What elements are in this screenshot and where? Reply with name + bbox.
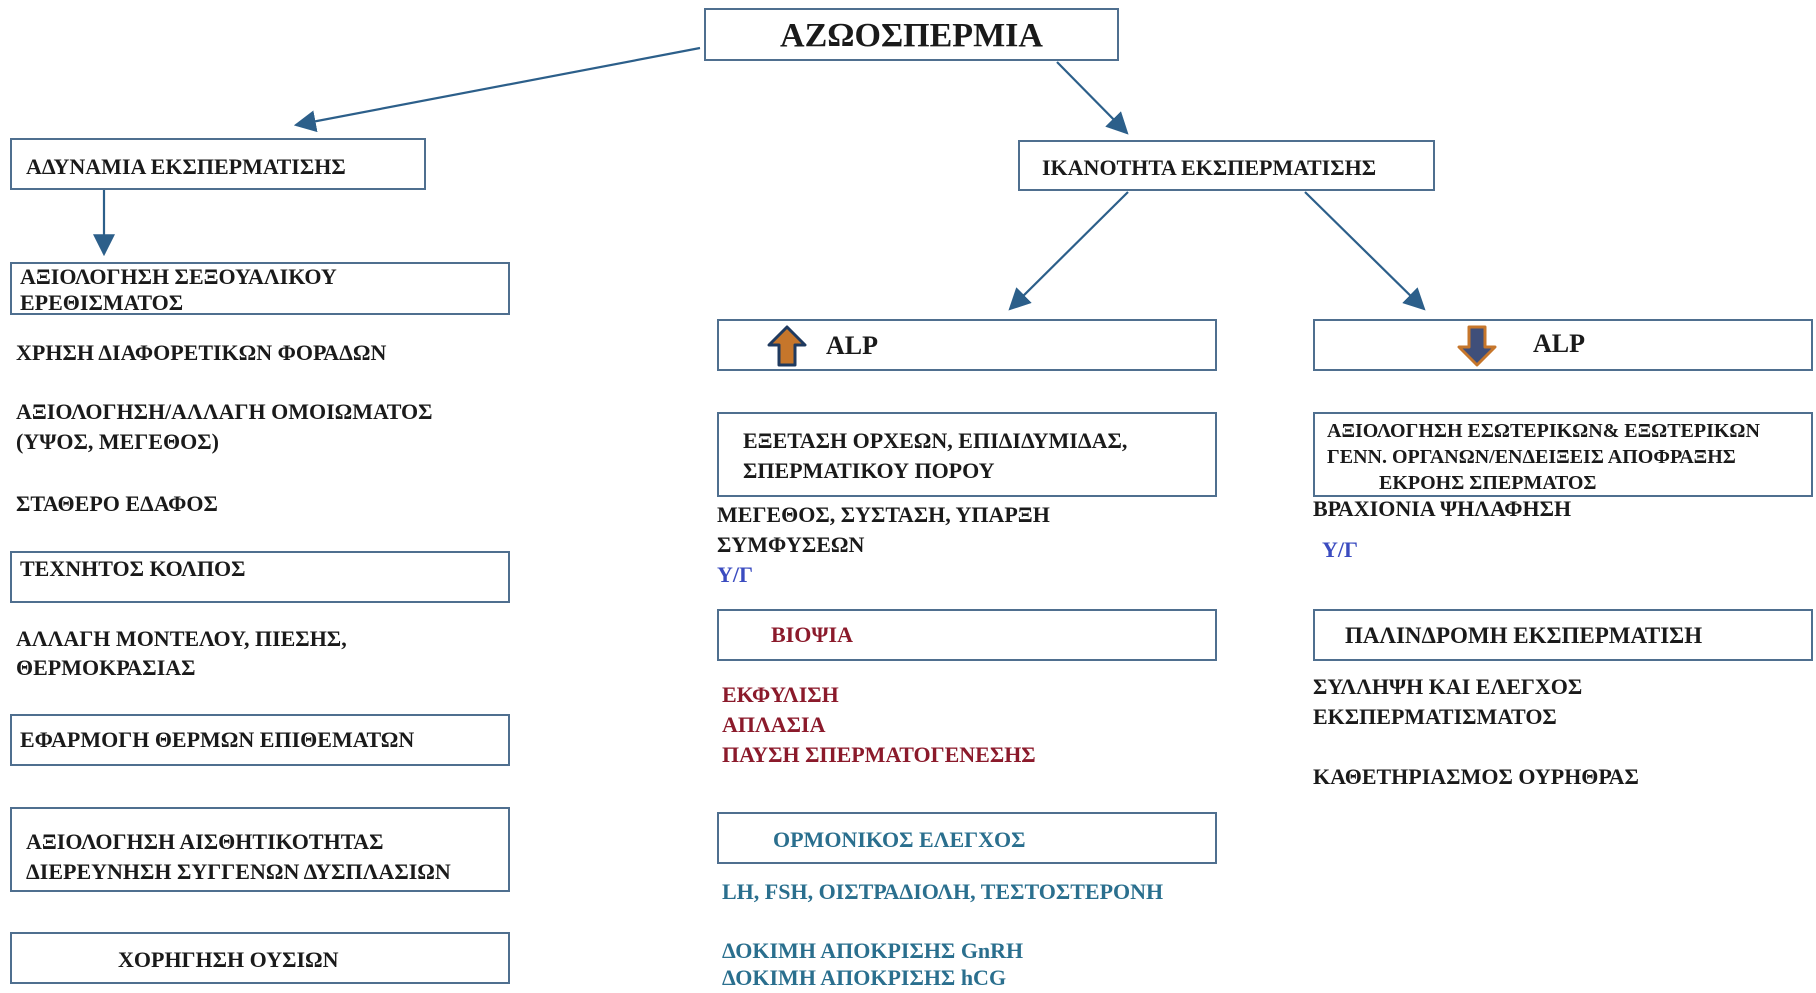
arrow-down-icon	[1457, 325, 1497, 367]
left-box-sensitivity-line1: ΑΞΙΟΛΟΓΗΣΗ ΑΙΣΘΗΤΙΚΟΤΗΤΑΣ	[26, 829, 384, 854]
alp-high-text-degeneration: ΕΚΦΥΛΙΣΗ	[722, 682, 839, 707]
alp-low-box-genital-line3: ΕΚΡΟΗΣ ΣΠΕΡΜΑΤΟΣ	[1379, 472, 1597, 494]
arrow-title-to-left	[293, 46, 701, 133]
alp-low-text-us: Υ/Γ	[1322, 537, 1358, 562]
left-header-label: ΑΔΥΝΑΜΙΑ ΕΚΣΠΕΡΜΑΤΙΣΗΣ	[26, 154, 346, 179]
left-text-model-change-line1: ΑΛΛΑΓΗ ΜΟΝΤΕΛΟΥ, ΠΙΕΣΗΣ,	[16, 626, 347, 651]
alp-high-text-aplasia: ΑΠΛΑΣΙΑ	[722, 712, 826, 737]
alp-low-text-collection-line2: ΕΚΣΠΕΡΜΑΤΙΣΜΑΤΟΣ	[1313, 704, 1557, 729]
alp-high-box-hormonal-label: ΟΡΜΟΝΙΚΟΣ ΕΛΕΓΧΟΣ	[773, 827, 1026, 852]
alp-low-text-rectal-palpation: ΒΡΑΧΙΟΝΙΑ ΨΗΛΑΦΗΣΗ	[1313, 496, 1572, 521]
alp-high-text-size-line1: ΜΕΓΕΘΟΣ, ΣΥΣΤΑΣΗ, ΥΠΑΡΞΗ	[717, 502, 1050, 527]
arrow-title-to-right	[1056, 61, 1129, 135]
alp-high-text-spermatogenesis-arrest: ΠΑΥΣΗ ΣΠΕΡΜΑΤΟΓΕΝΕΣΗΣ	[722, 742, 1036, 767]
left-text-stable-floor: ΣΤΑΘΕΡΟ ΕΔΑΦΟΣ	[16, 491, 218, 516]
alp-high-label: ALP	[826, 331, 878, 360]
alp-low-label: ALP	[1533, 329, 1585, 358]
alp-high-box-exam-line1: ΕΞΕΤΑΣΗ ΟΡΧΕΩΝ, ΕΠΙΔΙΔΥΜΙΔΑΣ,	[743, 428, 1128, 453]
alp-low-box-genital-line2: ΓΕΝΝ. ΟΡΓΑΝΩΝ/ΕΝΔΕΙΞΕΙΣ ΑΠΟΦΡΑΞΗΣ	[1327, 446, 1736, 468]
left-box-sensitivity-line2: ΔΙΕΡΕΥΝΗΣΗ ΣΥΓΓΕΝΩΝ ΔΥΣΠΛΑΣΙΩΝ	[26, 859, 451, 884]
alp-high-text-gnrh-test: ΔΟΚΙΜΗ ΑΠΟΚΡΙΣΗΣ GnRH	[722, 938, 1024, 963]
diagram-title: ΑΖΩΟΣΠΕΡΜΙΑ	[780, 17, 1043, 54]
left-box-substances-label: ΧΟΡΗΓΗΣΗ ΟΥΣΙΩΝ	[118, 947, 339, 972]
arrow-right-to-alp-high	[1008, 191, 1129, 311]
alp-low-box: ALP	[1313, 319, 1813, 371]
left-text-different-mounts: ΧΡΗΣΗ ΔΙΑΦΟΡΕΤΙΚΩΝ ΦΟΡΑΔΩΝ	[16, 340, 387, 365]
alp-high-box-exam-line2: ΣΠΕΡΜΑΤΙΚΟΥ ΠΟΡΟΥ	[743, 458, 995, 483]
arrow-up-icon	[767, 325, 807, 367]
left-box-sexual-stimulus: ΑΞΙΟΛΟΓΗΣΗ ΣΕΞΟΥΑΛΙΚΟΥ ΕΡΕΘΙΣΜΑΤΟΣ	[10, 262, 510, 315]
alp-high-box: ALP	[717, 319, 1217, 371]
left-header-box: ΑΔΥΝΑΜΙΑ ΕΚΣΠΕΡΜΑΤΙΣΗΣ	[10, 138, 426, 190]
alp-low-text-catheterization: ΚΑΘΕΤΗΡΙΑΣΜΟΣ ΟΥΡΗΘΡΑΣ	[1313, 764, 1639, 789]
alp-low-text-collection-line1: ΣΥΛΛΗΨΗ ΚΑΙ ΕΛΕΓΧΟΣ	[1313, 674, 1583, 699]
alp-high-box-biopsy: ΒΙΟΨΙΑ	[717, 609, 1217, 661]
left-box-substances: ΧΟΡΗΓΗΣΗ ΟΥΣΙΩΝ	[10, 932, 510, 984]
left-box-artificial-vagina-label: ΤΕΧΝΗΤΟΣ ΚΟΛΠΟΣ	[20, 556, 246, 581]
left-text-model-change-line2: ΘΕΡΜΟΚΡΑΣΙΑΣ	[16, 655, 196, 680]
alp-high-box-biopsy-label: ΒΙΟΨΙΑ	[771, 622, 853, 647]
left-box-sexual-stimulus-line2: ΕΡΕΘΙΣΜΑΤΟΣ	[20, 290, 184, 315]
right-header-box: ΙΚΑΝΟΤΗΤΑ ΕΚΣΠΕΡΜΑΤΙΣΗΣ	[1018, 140, 1435, 191]
left-box-artificial-vagina: ΤΕΧΝΗΤΟΣ ΚΟΛΠΟΣ	[10, 551, 510, 603]
alp-low-box-retrograde-label: ΠΑΛΙΝΔΡΟΜΗ ΕΚΣΠΕΡΜΑΤΙΣΗ	[1345, 623, 1703, 648]
left-box-warm-compresses: ΕΦΑΡΜΟΓΗ ΘΕΡΜΩΝ ΕΠΙΘΕΜΑΤΩΝ	[10, 714, 510, 766]
arrow-right-to-alp-low	[1304, 191, 1426, 311]
alp-low-box-retrograde: ΠΑΛΙΝΔΡΟΜΗ ΕΚΣΠΕΡΜΑΤΙΣΗ	[1313, 609, 1813, 661]
right-header-label: ΙΚΑΝΟΤΗΤΑ ΕΚΣΠΕΡΜΑΤΙΣΗΣ	[1042, 155, 1377, 180]
alp-low-box-genital-line1: ΑΞΙΟΛΟΓΗΣΗ ΕΣΩΤΕΡΙΚΩΝ& ΕΞΩΤΕΡΙΚΩΝ	[1327, 420, 1760, 442]
title-box: ΑΖΩΟΣΠΕΡΜΙΑ	[704, 8, 1119, 61]
left-text-dummy-line1: ΑΞΙΟΛΟΓΗΣΗ/ΑΛΛΑΓΗ ΟΜΟΙΩΜΑΤΟΣ	[16, 399, 433, 424]
alp-high-box-hormonal: ΟΡΜΟΝΙΚΟΣ ΕΛΕΓΧΟΣ	[717, 812, 1217, 864]
alp-high-text-hcg-test: ΔΟΚΙΜΗ ΑΠΟΚΡΙΣΗΣ hCG	[722, 965, 1007, 990]
left-text-dummy-line2: (ΥΨΟΣ, ΜΕΓΕΘΟΣ)	[16, 429, 219, 454]
alp-high-text-size-line2: ΣΥΜΦΥΣΕΩΝ	[717, 532, 865, 557]
left-box-warm-compresses-label: ΕΦΑΡΜΟΓΗ ΘΕΡΜΩΝ ΕΠΙΘΕΜΑΤΩΝ	[20, 727, 415, 752]
alp-high-box-exam: ΕΞΕΤΑΣΗ ΟΡΧΕΩΝ, ΕΠΙΔΙΔΥΜΙΔΑΣ, ΣΠΕΡΜΑΤΙΚΟ…	[717, 412, 1217, 497]
alp-low-box-genital-assessment: ΑΞΙΟΛΟΓΗΣΗ ΕΣΩΤΕΡΙΚΩΝ& ΕΞΩΤΕΡΙΚΩΝ ΓΕΝΝ. …	[1313, 412, 1813, 497]
alp-high-text-hormones: LH, FSH, ΟΙΣΤΡΑΔΙΟΛΗ, ΤΕΣΤΟΣΤΕΡΟΝΗ	[722, 879, 1164, 904]
alp-high-text-us: Υ/Γ	[717, 562, 753, 587]
left-box-sexual-stimulus-line1: ΑΞΙΟΛΟΓΗΣΗ ΣΕΞΟΥΑΛΙΚΟΥ	[20, 264, 337, 289]
left-box-sensitivity: ΑΞΙΟΛΟΓΗΣΗ ΑΙΣΘΗΤΙΚΟΤΗΤΑΣ ΔΙΕΡΕΥΝΗΣΗ ΣΥΓ…	[10, 807, 510, 892]
